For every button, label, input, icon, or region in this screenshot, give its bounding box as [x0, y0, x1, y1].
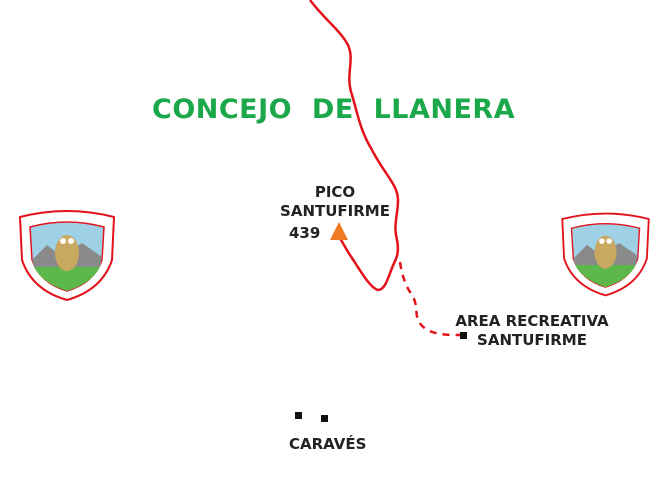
peak-elevation: 439: [289, 224, 321, 242]
club-logo-left: [18, 210, 116, 302]
peak-triangle-icon: [330, 222, 348, 240]
trail-dashed-line: [398, 261, 461, 337]
area-recreativa-label: AREA RECREATIVA SANTUFIRME: [452, 312, 612, 350]
peak-name-line2: SANTUFIRME: [280, 202, 390, 220]
area-label-line1: AREA RECREATIVA: [455, 312, 609, 330]
area-marker-icon: [460, 332, 467, 339]
village-label: CARAVÉS: [289, 435, 367, 453]
peak-name-line1: PICO: [314, 183, 356, 201]
peak-name: PICO SANTUFIRME: [270, 183, 400, 221]
area-label-line2: SANTUFIRME: [477, 331, 587, 349]
village-marker-icon: [321, 415, 328, 422]
municipal-boundary-line: [309, 0, 400, 292]
club-logo-right: [561, 212, 650, 297]
map-title: CONCEJO DE LLANERA: [152, 94, 516, 125]
village-marker-icon: [295, 412, 302, 419]
